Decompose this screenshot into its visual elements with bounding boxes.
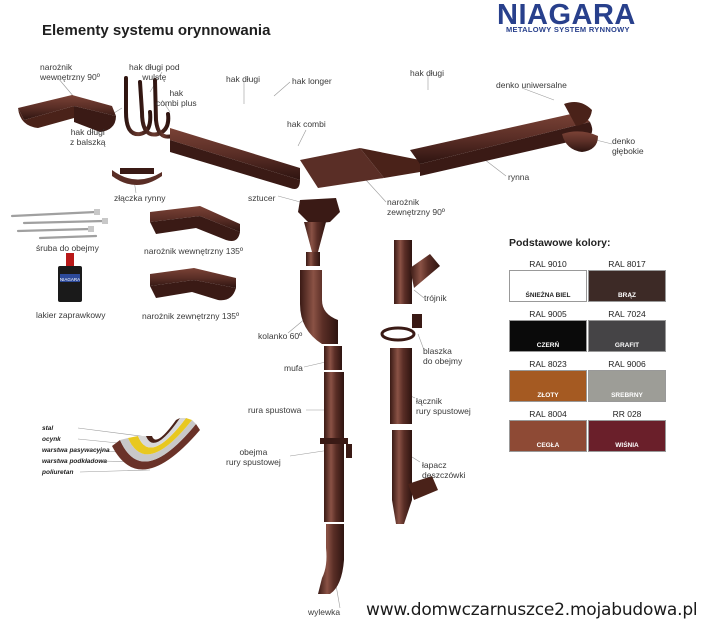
pipe-connector-part: [390, 348, 412, 424]
cross-section-part: [112, 418, 200, 470]
label-denko-uniwersalne: denko uniwersalne: [496, 80, 567, 90]
label-trojnik: trójnik: [424, 293, 447, 303]
page-title: Elementy systemu orynnowania: [42, 22, 271, 39]
hooks-left-part: [124, 76, 174, 139]
bracket-part: [380, 314, 422, 342]
elbow-60-part: [300, 270, 338, 344]
color-swatch: [588, 320, 666, 352]
sleeve-part: [324, 346, 342, 370]
label-hak-dlugi-1: hak długi: [226, 74, 261, 84]
swatch-name: GRAFIT: [614, 342, 640, 349]
color-swatch: [588, 270, 666, 302]
label-naroznik-wew-135: narożnik wewnętrzny 135º: [144, 246, 244, 256]
color-swatch: [588, 420, 666, 452]
label-zlaczka-rynny: złączka rynny: [114, 193, 166, 203]
lacquer-bottle-brand: NIAGARA: [60, 277, 80, 282]
color-swatch: [509, 420, 587, 452]
swatch-code: RAL 9010: [529, 259, 567, 269]
colors-title: Podstawowe kolory:: [509, 237, 611, 249]
label-hak-longer: hak longer: [292, 76, 332, 86]
brand-logo: NIAGARA METALOWY SYSTEM RYNNOWY: [497, 0, 657, 34]
label-rura-spustowa: rura spustowa: [248, 405, 302, 415]
swatch-name: BRĄZ: [617, 292, 637, 299]
label-mufa: mufa: [284, 363, 303, 373]
corner-internal-90-part: [18, 95, 116, 132]
layer-label: stal: [42, 425, 54, 432]
color-swatch: [588, 370, 666, 402]
lacquer-bottle-part: [58, 253, 82, 302]
downpipe-part: [324, 372, 344, 522]
swatch-code: RR 028: [612, 409, 642, 419]
label-sztucer: sztucer: [248, 193, 276, 203]
watermark-url: www.domwczarnuszce2.mojabudowa.pl: [366, 600, 698, 620]
swatch-name: WIŚNIA: [615, 442, 639, 449]
rain-catcher-part: [392, 430, 438, 524]
hooks-top-part: [204, 82, 506, 162]
swatch-name: ŚNIEŻNA BIEL: [525, 292, 571, 299]
layer-label: warstwa podkładowa: [42, 458, 108, 465]
label-kolanko-60: kolanko 60º: [258, 331, 303, 341]
swatch-name: CZERŃ: [536, 342, 560, 349]
gutter-connector-part: [112, 168, 162, 185]
swatch-code: RAL 8004: [529, 409, 567, 419]
swatch-code: RAL 9006: [608, 359, 646, 369]
brand-tagline: METALOWY SYSTEM RYNNOWY: [506, 25, 630, 34]
label-rynna: rynna: [508, 172, 530, 182]
color-swatch: [509, 320, 587, 352]
tee-part: [394, 240, 440, 304]
swatch-code: RAL 8017: [608, 259, 646, 269]
spout-part: [318, 524, 344, 594]
swatch-name: CEGŁA: [536, 442, 560, 449]
swatch-name: ZŁOTY: [537, 392, 559, 399]
cross-section-layers: stal ocynk warstwa pasywacyjna warstwa p…: [42, 423, 110, 478]
main-gutter-part: [170, 112, 593, 189]
end-caps-part: [562, 102, 598, 152]
label-sruba-do-obejmy: śruba do obejmy: [36, 243, 99, 253]
label-wylewka: wylewka: [308, 607, 341, 617]
label-hak-dlugi-2: hak długi: [410, 68, 445, 78]
color-swatch: [509, 270, 587, 302]
leader-lines: [57, 71, 613, 609]
swatch-name: SREBRNY: [611, 392, 643, 399]
swatch-code: RAL 8023: [529, 359, 567, 369]
label-naroznik-zew-135: narożnik zewnętrzny 135º: [142, 311, 240, 321]
color-swatch: [509, 370, 587, 402]
layer-label: poliuretan: [42, 469, 74, 476]
screws-part: [10, 210, 106, 240]
layer-label: ocynk: [42, 436, 61, 443]
layer-label: warstwa pasywacyjna: [42, 447, 110, 454]
swatch-code: RAL 7024: [608, 309, 646, 319]
corner-external-135-part: [150, 268, 236, 301]
corner-internal-135-part: [150, 206, 240, 241]
swatch-code: RAL 9005: [529, 309, 567, 319]
pipe-clamp-part: [320, 438, 352, 458]
label-hak-combi: hak combi: [287, 119, 326, 129]
brand-name: NIAGARA: [497, 0, 636, 31]
label-lakier-zaprawkowy: lakier zaprawkowy: [36, 310, 106, 320]
outlet-part: [298, 198, 340, 266]
